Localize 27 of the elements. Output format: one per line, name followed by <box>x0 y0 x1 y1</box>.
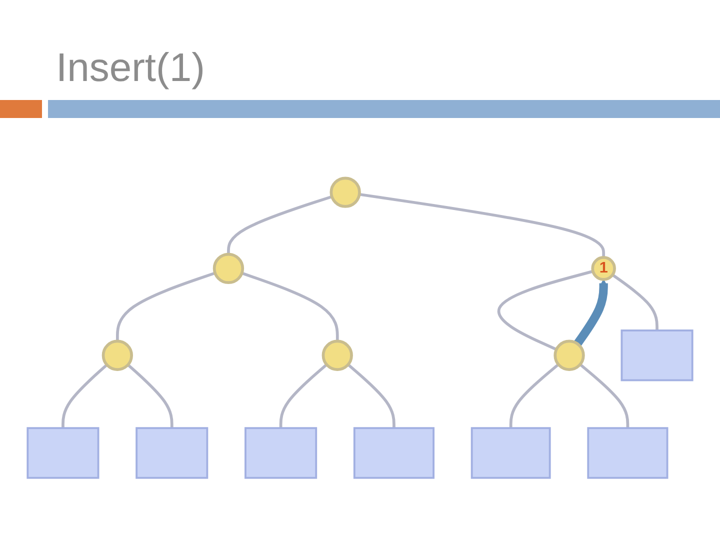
node-circle <box>102 340 134 371</box>
node-circle <box>330 176 361 208</box>
node-box <box>620 330 694 382</box>
connector <box>612 274 658 330</box>
slide-title: Insert(1) <box>56 45 205 92</box>
connector <box>579 363 630 428</box>
arrow <box>574 279 608 346</box>
connector <box>227 195 332 254</box>
node-box <box>136 427 208 479</box>
connector <box>279 364 328 428</box>
node-circle <box>212 252 244 284</box>
connector <box>116 272 216 342</box>
node-box <box>26 427 100 479</box>
node-circle <box>554 340 585 371</box>
connector <box>62 364 108 428</box>
node-box <box>244 427 318 479</box>
connector <box>241 272 339 342</box>
node-box <box>587 427 668 479</box>
connector <box>347 364 396 428</box>
connector <box>497 270 594 351</box>
node-circle: 1 <box>591 256 616 281</box>
node-box <box>353 427 434 479</box>
connector <box>359 192 606 258</box>
node-circle <box>322 340 353 371</box>
connector <box>509 363 560 428</box>
connector <box>127 364 174 428</box>
node-box <box>470 427 551 479</box>
